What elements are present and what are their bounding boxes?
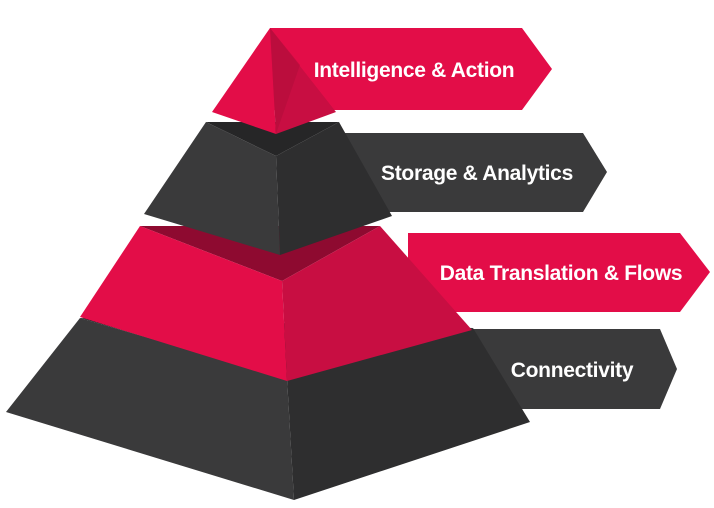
layer-data-translation: Data Translation & Flows (80, 226, 710, 381)
storage-analytics-left-face (144, 122, 280, 255)
intelligence-action-banner (270, 28, 552, 110)
connectivity-banner (462, 329, 677, 409)
connectivity-right-face (287, 328, 530, 500)
intelligence-action-left-face (212, 28, 276, 134)
data-translation-banner (408, 233, 710, 312)
layer-intelligence-action: Intelligence & Action (212, 28, 552, 134)
data-translation-left-face (80, 226, 287, 381)
storage-analytics-label: Storage & Analytics (381, 162, 573, 185)
storage-analytics-banner (340, 133, 607, 212)
layer-storage-analytics: Storage & Analytics (144, 122, 607, 255)
data-translation-label: Data Translation & Flows (440, 262, 683, 285)
storage-analytics-right-face (276, 122, 392, 255)
intelligence-action-shade (270, 28, 300, 134)
intelligence-action-label: Intelligence & Action (314, 59, 515, 82)
storage-analytics-top-face (206, 122, 339, 156)
connectivity-left-face (6, 318, 294, 500)
connectivity-label: Connectivity (511, 359, 634, 382)
data-translation-right-face (282, 226, 472, 381)
